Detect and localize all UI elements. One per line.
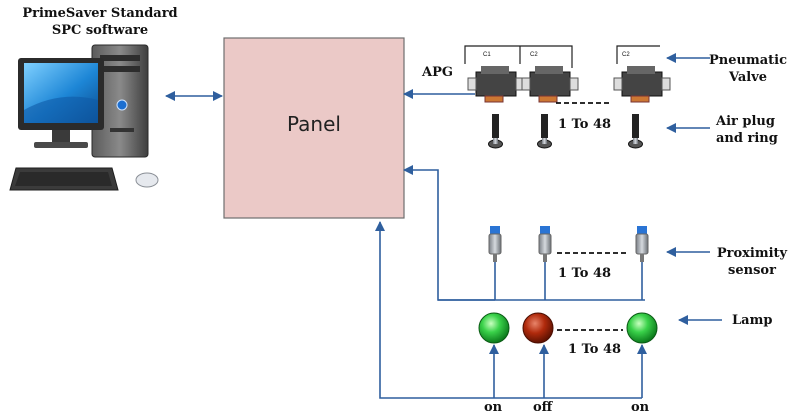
valve-manifold: [464, 45, 660, 68]
valve-c2-label: C2: [530, 52, 538, 58]
lamp-state-off: off: [533, 400, 553, 415]
computer-icon: [9, 44, 159, 191]
panel-label: Panel: [287, 112, 341, 136]
apg-label: APG: [422, 65, 453, 80]
proximity-sensor-label: Proximity sensor: [716, 246, 788, 278]
pneumatic-valve-label: Pneumatic Valve: [709, 53, 787, 85]
lamp-on-icon: [626, 312, 658, 344]
air-plug-icon: [537, 114, 552, 149]
valve-c2-label-right: C2: [622, 52, 630, 58]
software-title-line2: SPC software: [51, 23, 149, 38]
sensor-range-label: 1 To 48: [558, 266, 612, 281]
sensor-bus-line: [403, 165, 495, 301]
proximity-sensor-icon: [538, 226, 552, 262]
lamp-range-label: 1 To 48: [568, 342, 622, 357]
lamp-bus-line: [375, 221, 642, 399]
air-plug-icon: [488, 114, 503, 149]
air-plug-icon: [628, 114, 643, 149]
air-plug-label: Air plug and ring: [716, 114, 778, 146]
pneumatic-valve-icon: [467, 66, 525, 103]
proximity-sensor-icon: [635, 226, 649, 262]
software-title: PrimeSaver Standard SPC software: [10, 5, 190, 39]
valve-c1-label: C1: [483, 52, 491, 58]
valve-range-label: 1 To 48: [558, 117, 612, 132]
panel-box: [223, 37, 405, 219]
pneumatic-valve-icon: [613, 66, 671, 103]
pneumatic-valve-icon: [521, 66, 579, 103]
lamp-state-on-1: on: [484, 400, 503, 415]
lamp-on-icon: [478, 312, 510, 344]
proximity-sensor-icon: [488, 226, 502, 262]
lamp-label: Lamp: [732, 313, 773, 328]
software-title-line1: PrimeSaver Standard: [22, 6, 178, 21]
lamp-off-icon: [522, 312, 554, 344]
lamp-state-on-2: on: [631, 400, 650, 415]
